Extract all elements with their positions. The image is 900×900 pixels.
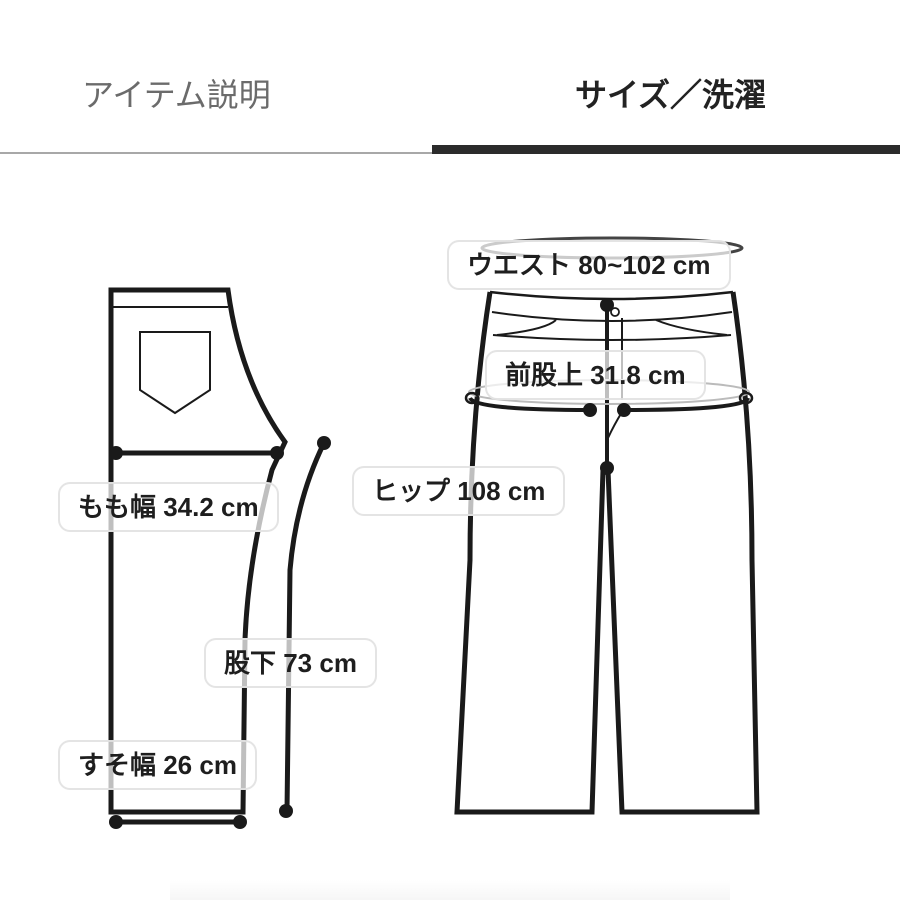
waist-label: ウエスト 80~102 cm	[447, 240, 731, 290]
measurement-dots-front	[583, 298, 631, 475]
tab-item-description[interactable]: アイテム説明	[82, 76, 271, 114]
thigh-width-label: もも幅 34.2 cm	[58, 482, 279, 532]
inseam-label: 股下 73 cm	[204, 638, 377, 688]
tab-bar: アイテム説明 サイズ／洗濯	[0, 0, 900, 156]
tab-size-washing[interactable]: サイズ／洗濯	[575, 76, 767, 114]
pants-front-view-icon	[454, 236, 760, 815]
front-rise-label: 前股上 31.8 cm	[485, 350, 706, 400]
hip-label: ヒップ 108 cm	[352, 466, 566, 516]
pants-side-view-icon	[108, 287, 327, 825]
tab-indicator-inactive	[0, 152, 432, 154]
bottom-fade	[170, 880, 730, 900]
measurement-dots-side	[109, 436, 331, 829]
tab-indicator-active	[432, 145, 900, 154]
hem-width-label: すそ幅 26 cm	[58, 740, 257, 790]
